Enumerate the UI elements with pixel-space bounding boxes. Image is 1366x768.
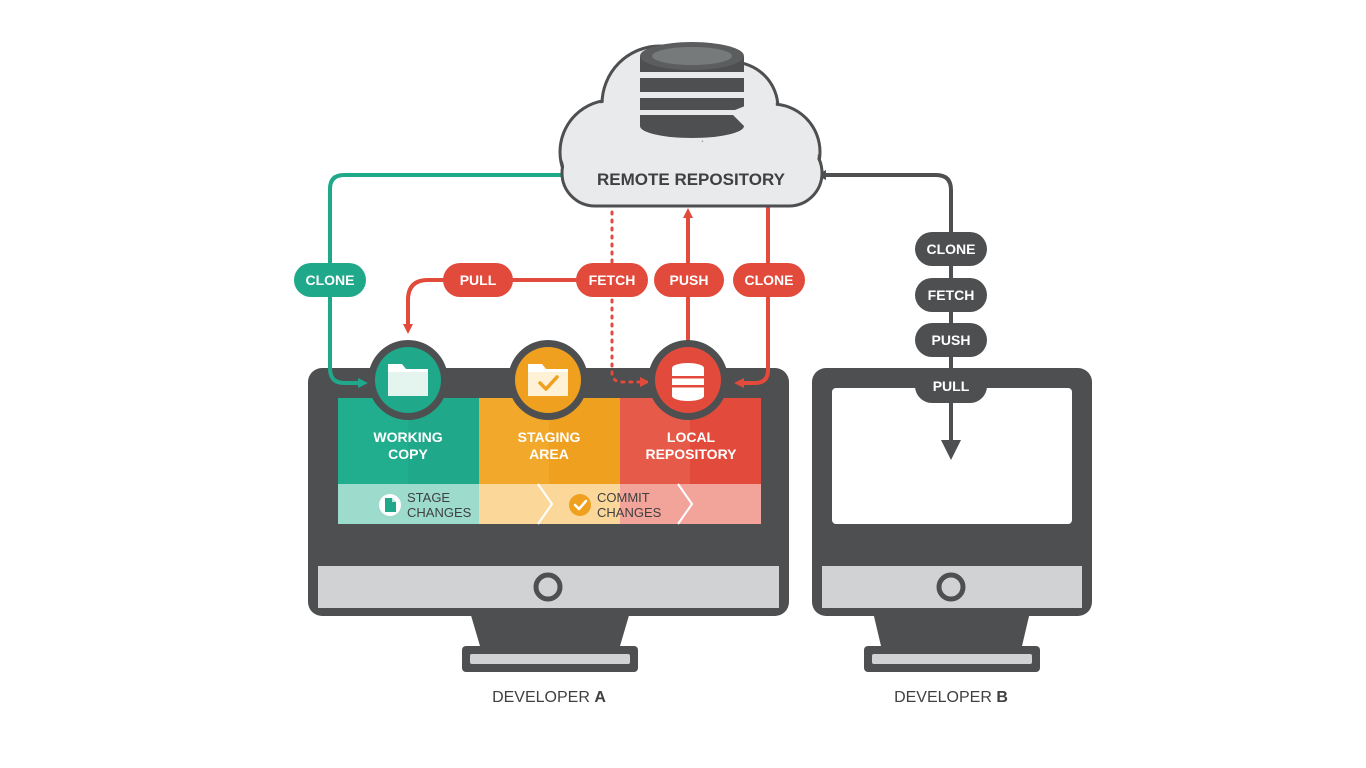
commit-changes-label-line1: COMMIT (597, 490, 650, 505)
pull-pill-label: PULL (460, 272, 497, 288)
fetch-pill[interactable]: FETCH (576, 263, 648, 297)
staging-area-label-line1: STAGING (518, 429, 581, 445)
clone-pill-right[interactable]: CLONE (733, 263, 805, 297)
clone-pill-right-label: CLONE (745, 272, 794, 288)
push-pill[interactable]: PUSH (654, 263, 724, 297)
developer-a-label: DEVELOPER A (492, 689, 606, 706)
developer-a-label-letter: A (594, 689, 606, 706)
developer-b-down-arrow (941, 440, 961, 460)
fetch-connector (610, 210, 650, 387)
staging-area-label-line2: AREA (529, 446, 569, 462)
developer-b-label: DEVELOPER B (894, 689, 1008, 706)
stage-changes-step[interactable]: STAGE CHANGES (379, 490, 472, 520)
developer-b-label-prefix: DEVELOPER (894, 689, 996, 706)
developer-b-push-label: PUSH (932, 332, 971, 348)
folder-check-icon (528, 364, 568, 396)
stage-changes-label-line1: STAGE (407, 490, 450, 505)
clone-pill-left-label: CLONE (306, 272, 355, 288)
pull-pill[interactable]: PULL (443, 263, 513, 297)
local-repository-node[interactable] (648, 340, 728, 420)
developer-b-connector (816, 170, 953, 440)
clone-pill-left[interactable]: CLONE (294, 263, 366, 297)
folder-icon (388, 364, 428, 396)
checkmark-icon (569, 494, 591, 516)
developer-b-clone-label: CLONE (927, 241, 976, 257)
working-copy-label-line1: WORKING (373, 429, 442, 445)
developer-b-fetch-pill[interactable]: FETCH (915, 278, 987, 312)
pull-connector (403, 278, 612, 334)
commit-changes-label-line2: CHANGES (597, 505, 662, 520)
commit-changes-step[interactable]: COMMIT CHANGES (569, 490, 662, 520)
fetch-pill-label: FETCH (589, 272, 636, 288)
document-icon (379, 494, 401, 516)
local-repository-label-line1: LOCAL (667, 429, 716, 445)
developer-b-clone-pill[interactable]: CLONE (915, 232, 987, 266)
working-copy-node[interactable] (368, 340, 448, 420)
developer-b-push-pill[interactable]: PUSH (915, 323, 987, 357)
database-icon (672, 363, 704, 401)
working-copy-label-line2: COPY (388, 446, 428, 462)
developer-b-label-letter: B (996, 689, 1008, 706)
local-repository-label-line2: REPOSITORY (645, 446, 737, 462)
developer-a-label-prefix: DEVELOPER (492, 689, 594, 706)
clone-connector-red (734, 205, 770, 388)
remote-repository-label: REMOTE REPOSITORY (597, 170, 786, 189)
developer-a-screen (338, 398, 761, 525)
developer-b-pull-pill[interactable]: PULL (915, 369, 987, 403)
staging-area-node[interactable] (508, 340, 588, 420)
developer-b-fetch-label: FETCH (928, 287, 975, 303)
database-icon (640, 42, 760, 138)
developer-b-pull-label: PULL (933, 378, 970, 394)
push-pill-label: PUSH (670, 272, 709, 288)
stage-changes-label-line2: CHANGES (407, 505, 472, 520)
